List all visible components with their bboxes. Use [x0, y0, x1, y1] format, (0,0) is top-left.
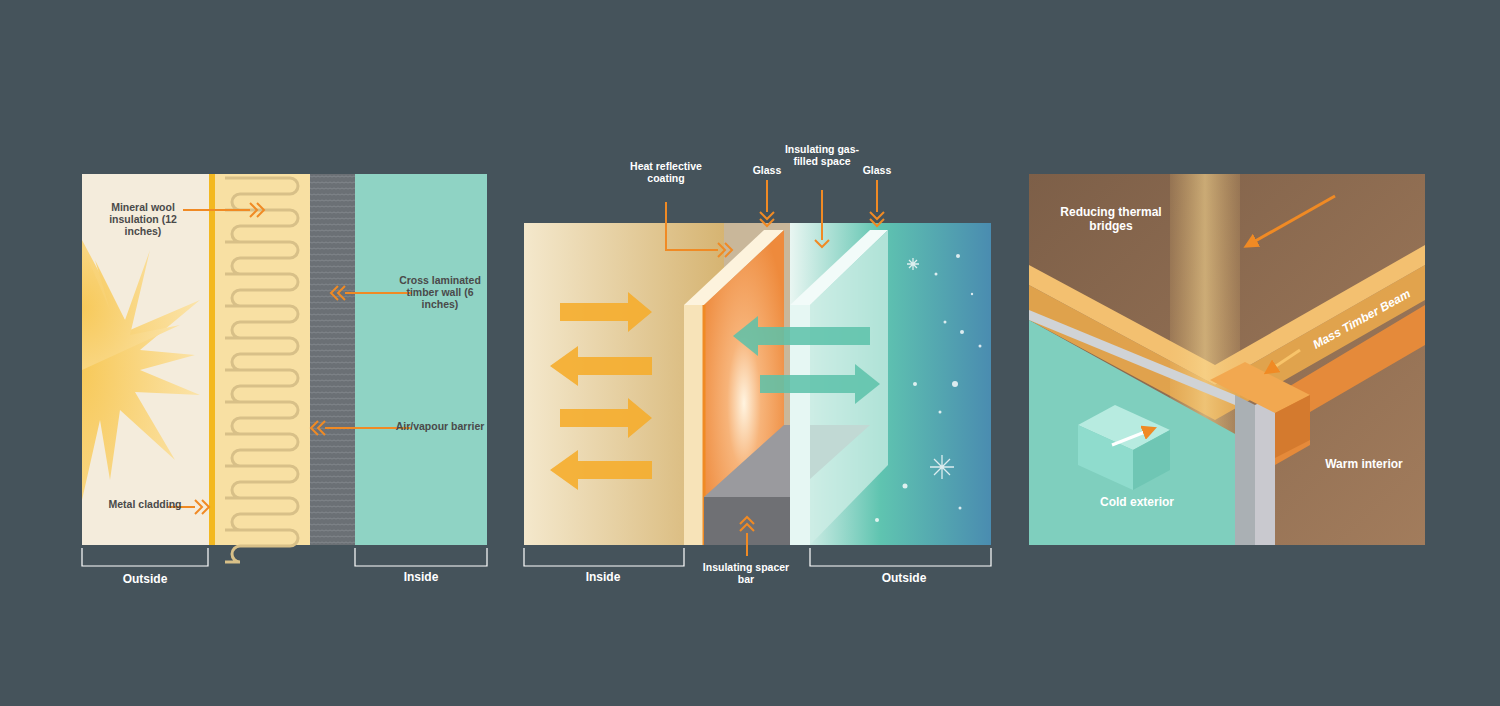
label: Heat reflective coating — [626, 160, 706, 184]
label: Insulating spacer bar — [701, 561, 791, 585]
label: Cold exterior — [1097, 496, 1177, 510]
label: Cross laminated timber wall (6 inches) — [395, 274, 485, 310]
label: Inside — [376, 571, 466, 585]
coil-pattern — [225, 178, 298, 562]
label: Inside — [558, 571, 648, 585]
label: Mineral wool insulation (12 inches) — [95, 201, 191, 237]
label: Glass — [852, 164, 902, 176]
label: Air/vapour barrier — [392, 420, 488, 432]
label: Reducing thermal bridges — [1056, 206, 1166, 234]
label: Glass — [742, 164, 792, 176]
label: Insulating gas-filled space — [782, 143, 862, 167]
label: Outside — [100, 573, 190, 587]
label: Warm interior — [1324, 458, 1404, 472]
label: Outside — [859, 572, 949, 586]
label: Metal cladding — [105, 498, 185, 510]
